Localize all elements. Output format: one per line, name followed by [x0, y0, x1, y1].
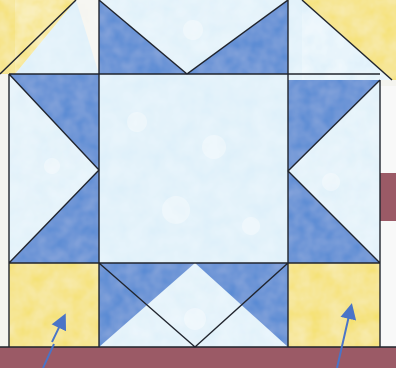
- right-edge-light-strip: [380, 86, 396, 173]
- right-edge-light-strip-lower: [380, 221, 396, 347]
- center-square: [99, 74, 288, 263]
- bottom-right-yellow-square: [288, 263, 380, 347]
- right-maroon-strip: [380, 173, 396, 221]
- bottom-left-yellow-square: [9, 263, 99, 347]
- bottom-maroon-strip: [0, 347, 396, 368]
